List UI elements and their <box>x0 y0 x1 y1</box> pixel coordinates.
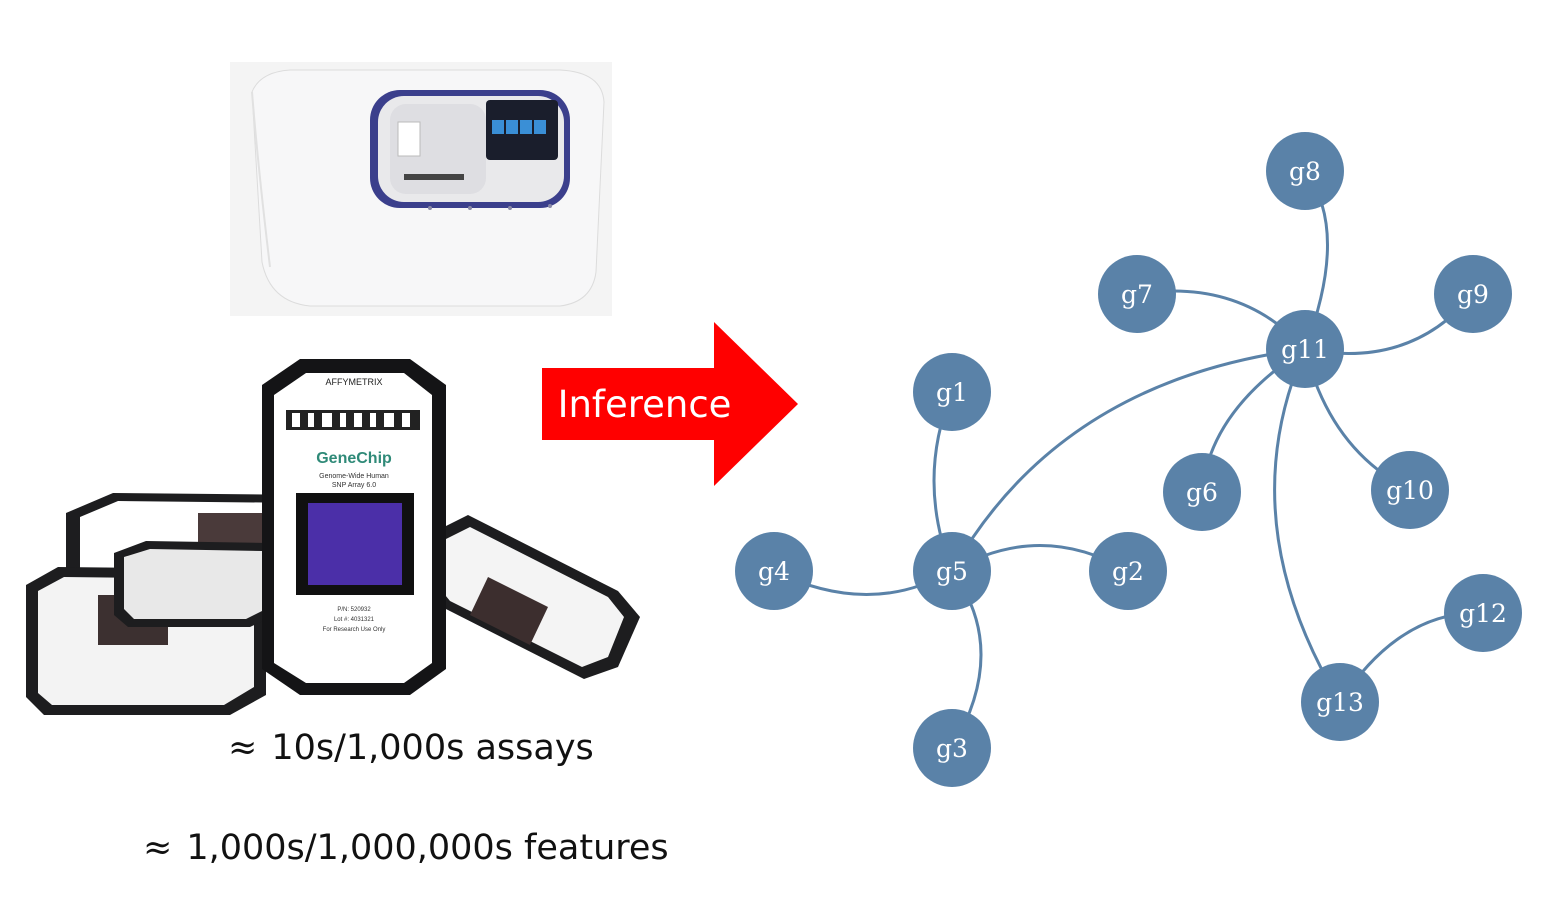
node-g1: g1 <box>913 353 991 431</box>
node-circle-g13 <box>1301 663 1379 741</box>
chip-subtitle-line1: Genome-Wide Human <box>319 473 389 480</box>
node-g12: g12 <box>1444 574 1522 652</box>
node-label-g11: g11 <box>1281 335 1329 364</box>
node-label-g3: g3 <box>936 734 968 763</box>
node-g9: g9 <box>1434 255 1512 333</box>
inference-arrow-shape <box>542 322 798 486</box>
node-g3: g3 <box>913 709 991 787</box>
chip-usage-text: For Research Use Only <box>323 627 386 633</box>
node-circle-g9 <box>1434 255 1512 333</box>
chip-subtitle-line2: SNP Array 6.0 <box>332 482 376 489</box>
chip-background-stack <box>26 493 640 715</box>
chip-product-text: GeneChip <box>316 450 392 467</box>
node-label-g2: g2 <box>1112 557 1144 586</box>
chip-pn-text: P/N: 520932 <box>337 607 371 613</box>
node-circle-g8 <box>1266 132 1344 210</box>
node-circle-g7 <box>1098 255 1176 333</box>
node-g13: g13 <box>1301 663 1379 741</box>
node-label-g5: g5 <box>936 557 968 586</box>
caption-features-text: 1,000s/1,000,000s features <box>186 828 669 868</box>
approx-symbol: ≈ <box>143 828 173 868</box>
node-g5: g5 <box>913 532 991 610</box>
node-circle-g4 <box>735 532 813 610</box>
node-label-g1: g1 <box>936 378 968 407</box>
node-circle-g10 <box>1371 451 1449 529</box>
node-label-g7: g7 <box>1121 280 1153 309</box>
inference-arrow <box>542 322 798 486</box>
node-g8: g8 <box>1266 132 1344 210</box>
node-circle-g5 <box>913 532 991 610</box>
edge-g5-g11 <box>950 347 1306 572</box>
chip-brand-text: AFFYMETRIX <box>325 377 382 387</box>
node-circle-g12 <box>1444 574 1522 652</box>
node-g7: g7 <box>1098 255 1176 333</box>
genechip-array-image: AFFYMETRIX GeneChip Genome-Wide Human SN… <box>26 359 640 715</box>
node-g4: g4 <box>735 532 813 610</box>
node-g11: g11 <box>1266 310 1344 388</box>
node-label-g4: g4 <box>758 557 790 586</box>
caption-features: ≈1,000s/1,000,000s features <box>143 828 669 868</box>
approx-symbol: ≈ <box>228 728 258 768</box>
node-circle-g3 <box>913 709 991 787</box>
caption-assays-text: 10s/1,000s assays <box>271 728 594 768</box>
node-g2: g2 <box>1089 532 1167 610</box>
chip-lot-text: Lot #: 4031321 <box>334 617 375 623</box>
node-label-g10: g10 <box>1386 476 1434 505</box>
node-label-g9: g9 <box>1457 280 1489 309</box>
node-g10: g10 <box>1371 451 1449 529</box>
node-g6: g6 <box>1163 453 1241 531</box>
caption-assays: ≈10s/1,000s assays <box>228 728 594 768</box>
network-nodes: g1 g2 g3 g4 g5 g6 g7 g8 g9 g10 g11 g12 g13 <box>735 132 1522 787</box>
node-circle-g6 <box>1163 453 1241 531</box>
inference-label: Inference <box>557 383 732 426</box>
edge-g13-g11 <box>1273 348 1342 703</box>
node-circle-g1 <box>913 353 991 431</box>
node-label-g13: g13 <box>1316 688 1364 717</box>
node-circle-g11 <box>1266 310 1344 388</box>
node-label-g6: g6 <box>1186 478 1218 507</box>
chip-main <box>262 359 446 695</box>
sequencer-instrument-image <box>230 62 612 316</box>
node-label-g8: g8 <box>1289 157 1321 186</box>
node-circle-g2 <box>1089 532 1167 610</box>
node-label-g12: g12 <box>1459 599 1507 628</box>
